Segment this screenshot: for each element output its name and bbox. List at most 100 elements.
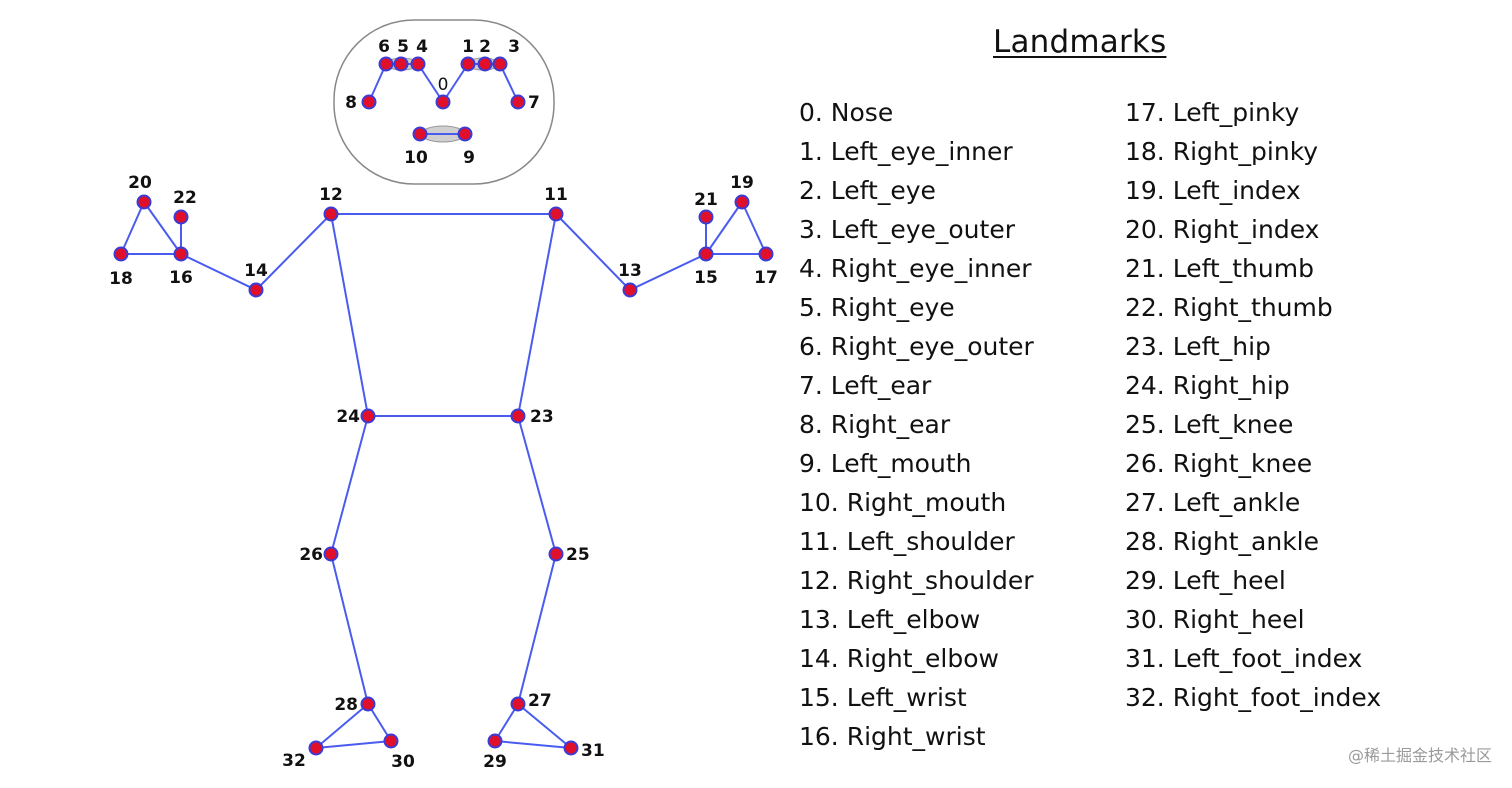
landmark-label-25: 25	[566, 545, 590, 565]
legend-item-4: 4. Right_eye_inner	[799, 254, 1032, 283]
landmark-point-24	[360, 408, 376, 424]
landmark-point-31	[563, 740, 579, 756]
landmark-point-2	[477, 56, 493, 72]
legend-item-18: 18. Right_pinky	[1125, 137, 1319, 166]
landmark-point-11	[548, 206, 564, 222]
landmark-label-31: 31	[581, 741, 605, 761]
landmark-point-6	[378, 56, 394, 72]
landmark-label-29: 29	[483, 752, 507, 772]
landmark-label-32: 32	[282, 751, 306, 771]
landmark-label-13: 13	[618, 261, 642, 281]
landmark-point-25	[548, 546, 564, 562]
landmark-label-3: 3	[508, 37, 520, 57]
landmark-label-11: 11	[544, 185, 568, 205]
landmark-label-0: 0	[438, 75, 449, 95]
legend-item-3: 3. Left_eye_outer	[799, 215, 1015, 244]
landmark-label-2: 2	[479, 37, 491, 57]
landmark-label-16: 16	[169, 268, 193, 288]
connection-17-19	[741, 201, 767, 255]
landmark-point-1	[460, 56, 476, 72]
legend-item-23: 23. Left_hip	[1125, 332, 1271, 361]
legend-item-32: 32. Right_foot_index	[1125, 683, 1382, 712]
landmark-point-28	[360, 696, 376, 712]
landmark-point-10	[412, 126, 428, 142]
connection-25-27	[517, 553, 557, 705]
skeleton-points	[113, 56, 774, 756]
legend-item-19: 19. Left_index	[1125, 176, 1301, 205]
landmark-point-9	[457, 126, 473, 142]
landmark-point-27	[510, 696, 526, 712]
legend-item-14: 14. Right_elbow	[799, 644, 999, 673]
landmark-label-24: 24	[336, 407, 360, 427]
legend-item-25: 25. Left_knee	[1125, 410, 1294, 439]
landmark-point-19	[734, 194, 750, 210]
landmark-point-26	[323, 546, 339, 562]
landmark-label-7: 7	[528, 93, 540, 113]
connection-11-23	[517, 213, 557, 417]
landmark-point-20	[136, 194, 152, 210]
legend-item-20: 20. Right_index	[1125, 215, 1320, 244]
connection-15-19	[705, 201, 743, 255]
connection-18-20	[120, 201, 145, 255]
landmark-label-12: 12	[319, 185, 343, 205]
connection-0-1	[442, 63, 469, 103]
landmark-label-4: 4	[416, 37, 428, 57]
legend-item-13: 13. Left_elbow	[799, 605, 981, 634]
legend-item-31: 31. Left_foot_index	[1125, 644, 1363, 673]
landmark-point-13	[622, 282, 638, 298]
landmark-point-21	[698, 209, 714, 225]
landmark-label-8: 8	[345, 93, 357, 113]
landmark-label-18: 18	[109, 269, 133, 289]
legend-item-29: 29. Left_heel	[1125, 566, 1286, 595]
landmark-label-17: 17	[754, 268, 778, 288]
landmark-point-15	[698, 246, 714, 262]
legend-item-26: 26. Right_knee	[1125, 449, 1313, 478]
landmark-point-0	[435, 94, 451, 110]
landmark-label-10: 10	[404, 148, 428, 168]
legend-item-5: 5. Right_eye	[799, 293, 955, 322]
landmark-point-12	[323, 206, 339, 222]
landmark-point-16	[173, 246, 189, 262]
landmark-point-32	[308, 740, 324, 756]
legend-item-27: 27. Left_ankle	[1125, 488, 1301, 517]
legend-item-30: 30. Right_heel	[1125, 605, 1305, 634]
landmark-label-5: 5	[397, 37, 409, 57]
landmark-label-21: 21	[694, 190, 718, 210]
connection-26-28	[330, 553, 369, 705]
landmark-label-19: 19	[730, 173, 754, 193]
landmark-label-6: 6	[378, 37, 390, 57]
landmark-point-8	[361, 94, 377, 110]
landmark-point-22	[173, 209, 189, 225]
landmark-point-14	[248, 282, 264, 298]
landmark-label-23: 23	[530, 407, 554, 427]
connection-12-14	[255, 213, 332, 291]
landmark-label-28: 28	[334, 695, 358, 715]
legend-right-column: 17. Left_pinky 18. Right_pinky 19. Left_…	[1125, 93, 1381, 717]
legend-item-6: 6. Right_eye_outer	[799, 332, 1034, 361]
legend-item-0: 0. Nose	[799, 98, 894, 127]
landmark-label-22: 22	[173, 188, 197, 208]
landmark-label-26: 26	[299, 545, 323, 565]
connection-28-32	[315, 703, 369, 749]
legend-item-1: 1. Left_eye_inner	[799, 137, 1013, 166]
connection-14-16	[180, 253, 257, 291]
connection-23-25	[517, 415, 557, 555]
legend-item-24: 24. Right_hip	[1125, 371, 1290, 400]
connection-30-32	[315, 740, 392, 749]
landmark-point-7	[510, 94, 526, 110]
landmark-point-5	[393, 56, 409, 72]
landmark-point-30	[383, 733, 399, 749]
legend-item-7: 7. Left_ear	[799, 371, 932, 400]
legend-title: Landmarks	[993, 24, 1167, 60]
landmark-label-20: 20	[128, 173, 152, 193]
landmark-point-29	[487, 733, 503, 749]
connection-0-4	[417, 63, 444, 103]
legend-left-column: 0. Nose 1. Left_eye_inner 2. Left_eye 3.…	[799, 93, 1034, 756]
landmark-label-27: 27	[528, 691, 552, 711]
legend-item-22: 22. Right_thumb	[1125, 293, 1333, 322]
landmark-point-17	[758, 246, 774, 262]
landmark-label-1: 1	[462, 37, 474, 57]
landmark-label-30: 30	[391, 752, 415, 772]
